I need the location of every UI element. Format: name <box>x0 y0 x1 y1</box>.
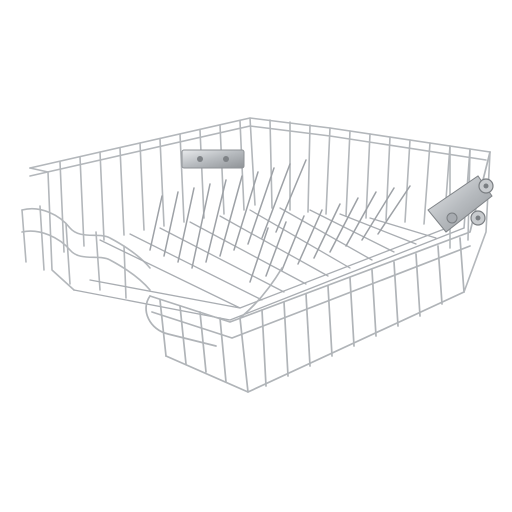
rack-front-wall <box>145 151 491 393</box>
height-adjuster-bracket <box>427 175 494 233</box>
rack-left-wall <box>21 120 245 299</box>
rack-tines <box>149 159 411 283</box>
rack-back-wall <box>29 117 491 229</box>
back-slide-bracket <box>181 149 245 169</box>
rack-floor <box>73 207 465 321</box>
